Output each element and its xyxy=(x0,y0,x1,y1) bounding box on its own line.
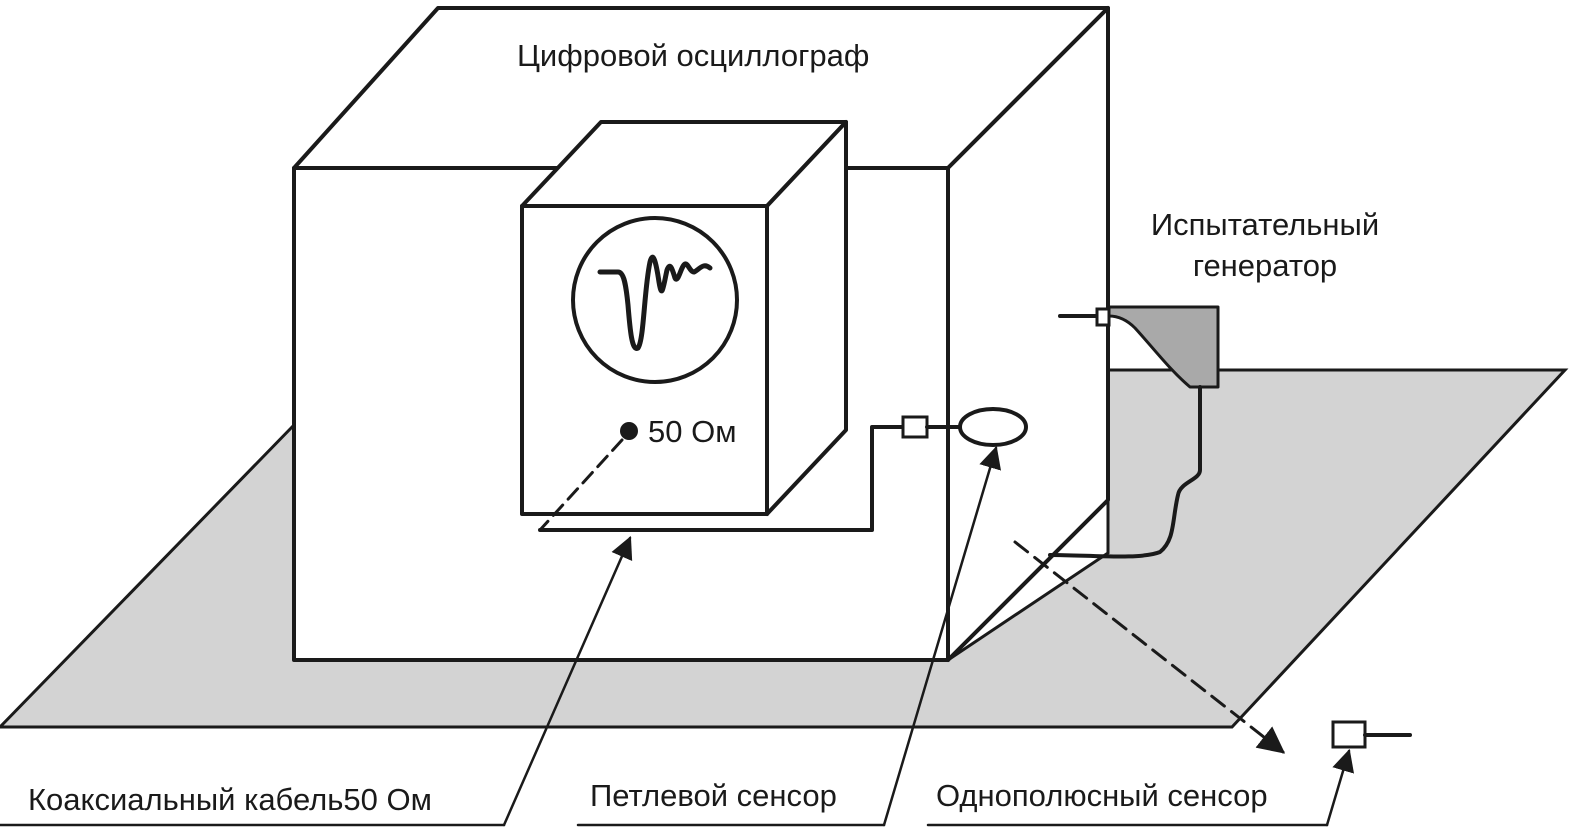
dashed-internal-connection xyxy=(538,438,624,532)
oscilloscope-box xyxy=(520,120,848,516)
cable-connector xyxy=(901,415,929,439)
generator-cable xyxy=(1048,385,1202,559)
coax-cable-path xyxy=(538,425,905,532)
dashed-arrow-monopole xyxy=(1013,540,1286,754)
loop-sensor-shape xyxy=(958,407,1028,447)
monopole-sensor-label: Однополюсный сенсор xyxy=(936,778,1268,813)
leader-coax-cable xyxy=(502,535,633,827)
monopole-sensor xyxy=(1331,720,1412,749)
oscilloscope-label: Цифровой осциллограф xyxy=(517,38,869,73)
waveform-trace xyxy=(597,254,713,351)
generator-label-line2: генератор xyxy=(1193,248,1337,283)
termination-dot xyxy=(620,422,638,440)
oscilloscope-screen xyxy=(571,216,739,384)
test-generator xyxy=(1058,305,1220,389)
coax-cable-label: Коаксиальный кабель50 Ом xyxy=(28,782,432,817)
leader-loop-sensor xyxy=(882,445,1002,827)
termination-label: 50 Ом xyxy=(648,414,737,449)
loop-sensor-label: Петлевой сенсор xyxy=(590,778,837,813)
leader-monopole-sensor xyxy=(1325,748,1355,827)
generator-label-line1: Испытательный xyxy=(1151,207,1379,242)
